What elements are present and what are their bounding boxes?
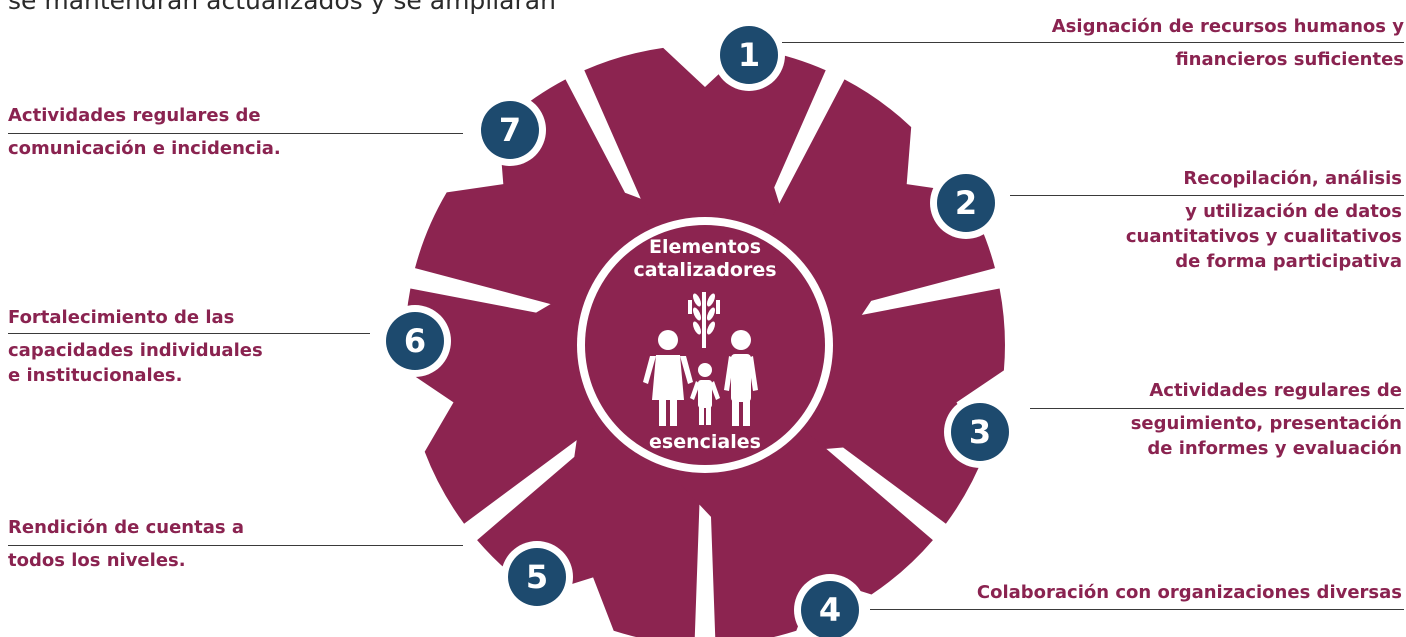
- connector-line-1: [782, 42, 1404, 43]
- connector-line-7: [8, 133, 463, 134]
- center-title-line2: catalizadores: [633, 259, 777, 281]
- number-badge: [801, 581, 859, 637]
- wheel-segment: [668, 430, 933, 637]
- number-badge: [951, 403, 1009, 461]
- center-bottom-label: esenciales: [649, 431, 761, 453]
- connector-line-3: [1030, 408, 1404, 409]
- item-label-6: Fortalecimiento de las capacidades indiv…: [8, 307, 263, 386]
- center-title: Elementos catalizadores: [605, 236, 805, 282]
- wheel-segment: [584, 47, 826, 247]
- connector-line-6: [8, 333, 370, 334]
- item-label-5: Rendición de cuentas a todos los niveles…: [8, 517, 244, 571]
- family-wheat-icon: [643, 292, 758, 426]
- badge-number: 6: [404, 322, 426, 360]
- number-badge: [720, 26, 778, 84]
- connector-line-5: [8, 545, 463, 546]
- badge-number: 3: [969, 413, 991, 451]
- wheel-segment: [766, 79, 995, 353]
- center-title-line1: Elementos: [648, 236, 762, 258]
- badge-number: 2: [955, 184, 977, 222]
- badge-number: 7: [499, 111, 521, 149]
- wheel-segment: [781, 288, 1005, 524]
- connector-line-4: [870, 609, 1404, 610]
- center-circle: [577, 217, 833, 473]
- number-badge: [937, 174, 995, 232]
- header-text: se mantendrán actualizados y se ampliará…: [8, 0, 556, 15]
- badge-number: 5: [526, 558, 548, 596]
- connector-line-2: [1010, 195, 1404, 196]
- number-badge: [481, 101, 539, 159]
- item-label-7: Actividades regulares de comunicación e …: [8, 105, 281, 159]
- number-badge: [386, 312, 444, 370]
- item-label-3: Actividades regulares de seguimiento, pr…: [1130, 380, 1402, 459]
- badge-number: 1: [738, 36, 760, 74]
- item-label-2: Recopilación, análisis y utilización de …: [1125, 168, 1402, 272]
- item-label-1: Asignación de recursos humanos y financi…: [1051, 16, 1404, 70]
- number-badge: [508, 548, 566, 606]
- badge-number: 4: [819, 591, 841, 629]
- number-badges: 1 2 3 4 5 6 7: [379, 19, 1016, 637]
- wheel-segment: [405, 281, 599, 524]
- item-label-4: Colaboración con organizaciones diversas: [976, 582, 1402, 603]
